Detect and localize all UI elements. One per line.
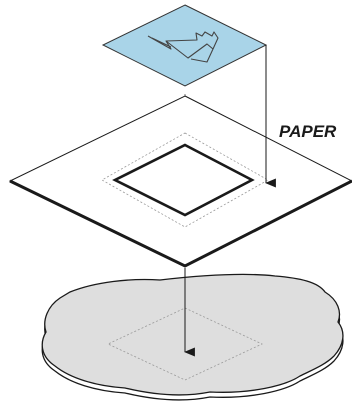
paper-dotted-outline [101, 132, 269, 228]
top-sheet [101, 4, 268, 87]
top-sheet-surface [101, 4, 268, 87]
lightning-sketch-icon [147, 31, 219, 63]
paper-hole [112, 143, 255, 217]
paper-sheet-front-edge [9, 179, 352, 268]
stone-surface [41, 273, 344, 396]
stone-dotted-outline [107, 307, 263, 381]
stone-base [41, 273, 344, 401]
paper-label: PAPER [279, 122, 337, 141]
